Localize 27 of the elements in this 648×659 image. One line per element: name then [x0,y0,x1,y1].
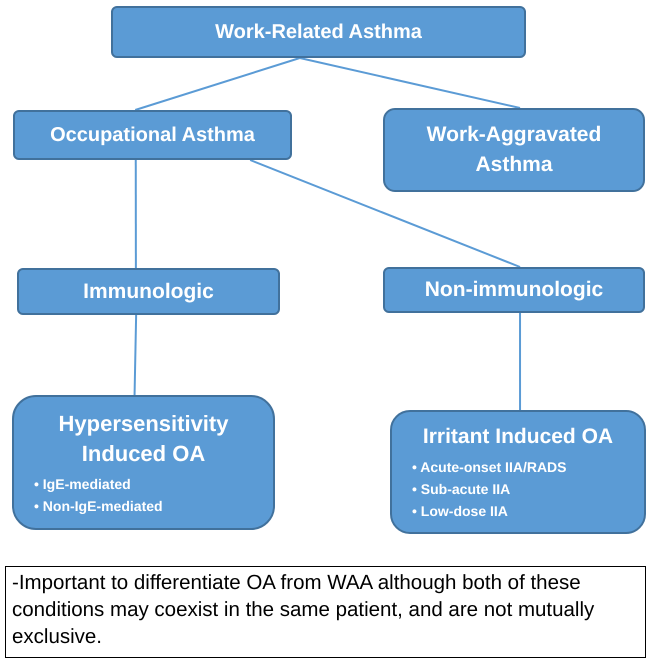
category-box [383,267,645,313]
bullet-item: • Low-dose IIA [412,502,509,521]
connector-line [519,313,522,410]
box-heading: Irritant Induced OA [422,424,614,450]
connector-line [250,159,520,268]
connector-line [134,314,138,396]
bullet-item: • Acute-onset IIA/RADS [412,458,568,477]
bullet-item: • Non-IgE-mediated [34,496,164,516]
box-heading: Occupational Asthma [49,123,256,148]
note-box [5,566,646,658]
bullet-item: • IgE-mediated [34,474,132,494]
category-box [390,410,646,534]
box-heading: Hypersensitivity Induced OA [58,410,230,468]
category-box [13,110,292,160]
bullet-item: • Sub-acute IIA [412,480,512,499]
box-heading: Work-Aggravated Asthma [426,122,602,178]
box-heading: Work-Related Asthma [214,20,423,45]
category-box [111,6,526,58]
connector-line [134,160,137,268]
category-box [17,268,280,315]
box-heading: Non-immunologic [424,277,604,303]
category-box [383,108,645,192]
category-box [12,395,275,530]
connector-line [134,57,300,111]
note-text: -Important to differentiate OA from WAA although both of these conditions may coexist in the same patient, and are not mutually exclusive. [12,570,596,650]
box-heading: Immunologic [82,278,215,304]
connector-line [300,57,520,109]
